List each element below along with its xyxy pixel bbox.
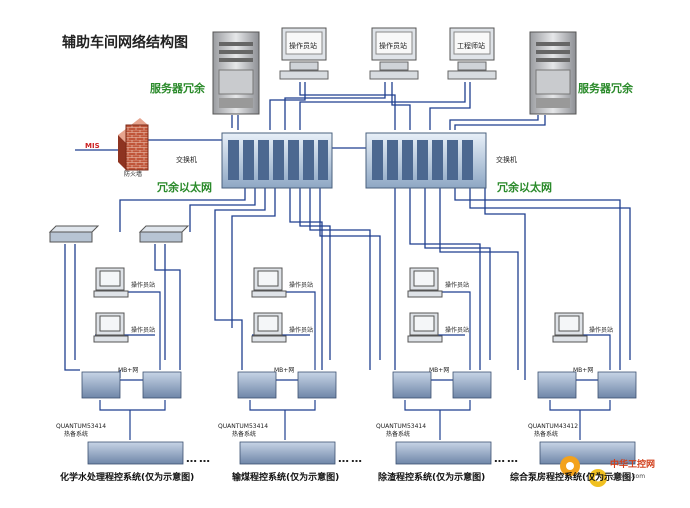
sys1-standby-label: 热备系统 (64, 431, 89, 438)
watermark-url: gkong.com (612, 473, 646, 480)
sys4-name: 综合泵房程控系统(仅为示意图) (510, 473, 636, 483)
sys1-mb-net-label: MB+网 (118, 367, 139, 374)
sys4-standby-label: 热备系统 (534, 431, 559, 438)
sys4-station-label: 操作员站 (589, 327, 614, 334)
sys3-station-2-label: 操作员站 (445, 327, 470, 334)
diagram-title: 辅助车间网络结构图 (62, 35, 188, 51)
sys1-quantum-label: QUANTUM53414 (56, 423, 107, 430)
sys4-mb-net-label: MB+网 (573, 367, 594, 374)
switch-left-label: 交换机 (176, 156, 197, 164)
top-station-3 (447, 27, 497, 80)
watermark-gear-icon (560, 456, 607, 487)
sys3-quantum-label: QUANTUM53414 (376, 423, 427, 430)
plc-racks (81, 371, 637, 465)
sys2-name: 输煤程控系统(仅为示意图) (232, 473, 340, 483)
mis-label: MIS (85, 142, 100, 150)
server-left (212, 31, 260, 115)
ethernet-redundancy-left-label: 冗余以太网 (157, 181, 212, 194)
ellipsis-3: …… (494, 452, 520, 465)
small-switch-1 (48, 225, 100, 243)
switch-left (221, 132, 333, 189)
workstations (93, 267, 588, 343)
sys2-station-1-label: 操作员站 (289, 282, 314, 289)
firewall-icon (118, 118, 149, 171)
firewall-label: 防火墙 (124, 171, 143, 178)
sys2-station-2-label: 操作员站 (289, 327, 314, 334)
sys3-mb-net-label: MB+网 (429, 367, 450, 374)
server-redundancy-right-label: 服务器冗余 (578, 82, 633, 95)
sys2-quantum-label: QUANTUM53414 (218, 423, 269, 430)
small-switch-2 (138, 225, 190, 243)
sys1-name: 化学水处理程控系统(仅为示意图) (60, 473, 195, 483)
watermark-text: 中华工控网 (610, 460, 656, 470)
top-station-3-label: 工程师站 (457, 42, 485, 50)
sys1-station-1-label: 操作员站 (131, 282, 156, 289)
subsystem-links (95, 291, 611, 440)
top-station-2 (369, 27, 419, 80)
switch-right (365, 132, 487, 189)
sys3-standby-label: 热备系统 (386, 431, 411, 438)
switch-right-label: 交换机 (496, 156, 517, 164)
sys3-name: 除渣程控系统(仅为示意图) (378, 473, 486, 483)
sys3-station-1-label: 操作员站 (445, 282, 470, 289)
server-redundancy-left-label: 服务器冗余 (150, 82, 205, 95)
sys1-station-2-label: 操作员站 (131, 327, 156, 334)
top-station-1-label: 操作员站 (289, 42, 317, 50)
sys2-mb-net-label: MB+网 (274, 367, 295, 374)
ellipsis-2: …… (338, 452, 364, 465)
ethernet-redundancy-right-label: 冗余以太网 (497, 181, 552, 194)
ellipsis-1: …… (186, 452, 212, 465)
top-station-1 (279, 27, 329, 80)
server-right (529, 31, 577, 115)
top-station-2-label: 操作员站 (379, 42, 407, 50)
sys4-quantum-label: QUANTUM43412 (528, 423, 579, 430)
sys2-standby-label: 热备系统 (232, 431, 257, 438)
backbone-lines (64, 82, 631, 380)
